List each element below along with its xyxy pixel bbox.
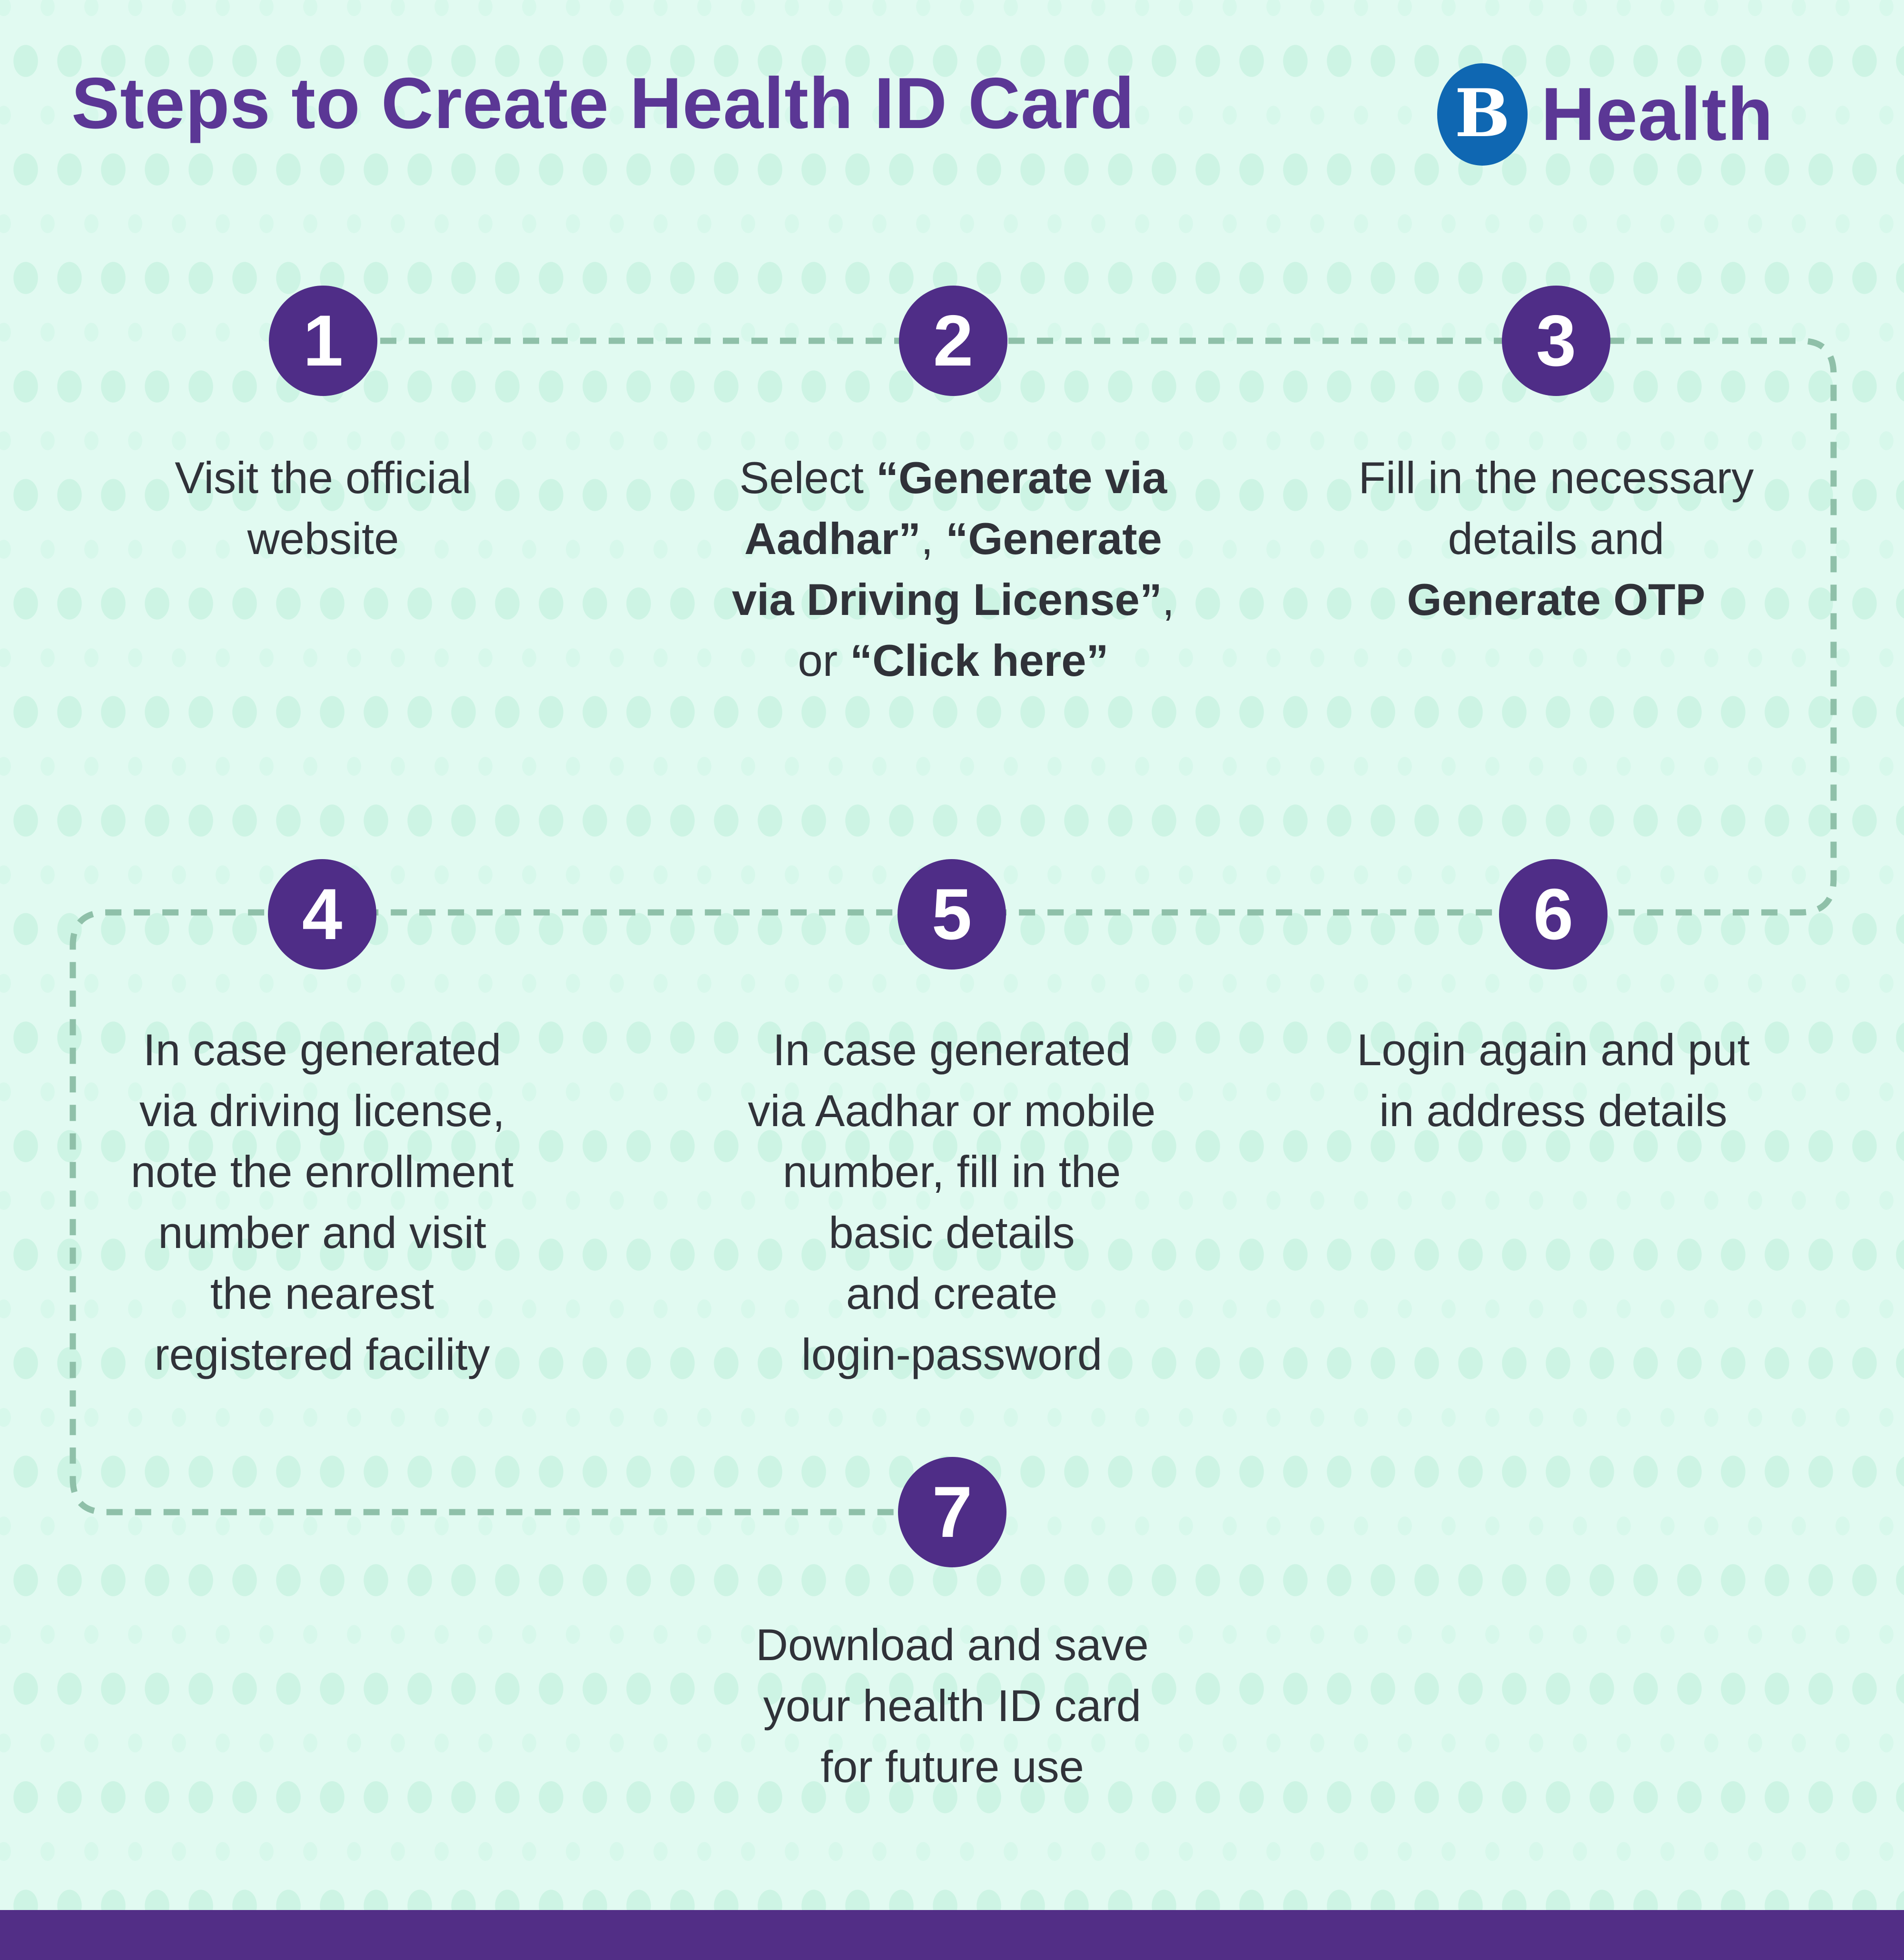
step-text-line: via driving license,	[139, 1086, 505, 1136]
step-description-1: Visit the official website	[14, 447, 632, 569]
step-number-badge-5: 5	[898, 859, 1006, 970]
bajaj-finserv-logo-icon: B	[1437, 63, 1528, 166]
step-text-line: details and	[1448, 514, 1665, 564]
step-text-line: for future use	[820, 1742, 1084, 1792]
step-description-6: Login again and put in address details	[1244, 1020, 1863, 1141]
step-number-badge-3: 3	[1502, 286, 1610, 396]
step-text-line: Aadhar”, “Generate	[744, 514, 1162, 564]
step-text-line: login-password	[801, 1329, 1103, 1379]
step-text-line: In case generated	[143, 1025, 502, 1075]
step-text-line: or “Click here”	[798, 635, 1109, 685]
step-text-line: in address details	[1379, 1086, 1727, 1136]
brand-logo: B Health	[1437, 63, 1774, 166]
step-text-line: website	[247, 514, 399, 564]
step-description-4: In case generated via driving license, not…	[13, 1020, 631, 1385]
step-text-line: note the enrollment	[130, 1147, 514, 1197]
step-description-7: Download and save your health ID card for …	[643, 1614, 1262, 1797]
step-text-line: number, fill in the	[782, 1147, 1121, 1197]
step-text-line: and create	[846, 1268, 1058, 1318]
step-number-badge-7: 7	[898, 1457, 1006, 1567]
page-title: Steps to Create Health ID Card	[71, 63, 1135, 144]
step-number-badge-6: 6	[1499, 859, 1608, 970]
step-text-line: via Driving License”,	[732, 574, 1174, 624]
step-text-line: In case generated	[772, 1025, 1131, 1075]
step-text-line: Visit the official	[175, 453, 472, 503]
step-text-line: the nearest	[210, 1268, 434, 1318]
step-text-line: Download and save	[756, 1620, 1149, 1670]
step-text-line: Fill in the necessary	[1358, 453, 1754, 503]
step-text-line: your health ID card	[763, 1681, 1142, 1731]
step-description-5: In case generated via Aadhar or mobile num…	[642, 1020, 1261, 1385]
step-text-line: Login again and put	[1357, 1025, 1750, 1075]
brand-name: Health	[1541, 72, 1774, 156]
step-text-line: number and visit	[158, 1208, 486, 1257]
step-number-badge-1: 1	[269, 286, 377, 396]
step-text-line: via Aadhar or mobile	[748, 1086, 1156, 1136]
step-number-badge-4: 4	[268, 859, 376, 970]
footer-bar	[0, 1910, 1904, 1960]
step-text-line: registered facility	[154, 1329, 490, 1379]
step-text-line: basic details	[829, 1208, 1075, 1257]
step-number-badge-2: 2	[899, 286, 1007, 396]
step-text-line: Select “Generate via	[739, 453, 1167, 503]
step-text-line: Generate OTP	[1407, 574, 1706, 624]
